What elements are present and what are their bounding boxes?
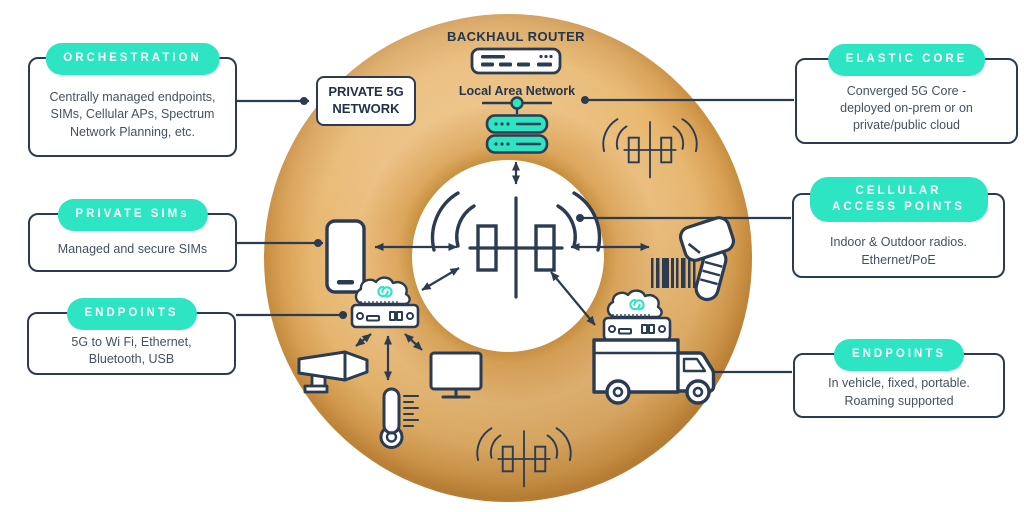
smartphone-icon [325,219,366,294]
callout-cellular-access-points: CELLULAR ACCESS POINTS Indoor & Outdoor … [792,177,1005,278]
security-camera-icon [297,350,369,394]
backhaul-router-label: BACKHAUL ROUTER [447,29,585,44]
private-sims-pill: PRIVATE SIMs [57,199,208,231]
cellular-access-points-body: Indoor & Outdoor radios. Ethernet/PoE [830,235,967,267]
private-5g-network-box: PRIVATE 5G NETWORK [316,76,416,126]
thermometer-icon [379,387,419,449]
lan-node-icon [482,96,552,114]
endpoints-right-body: In vehicle, fixed, portable. Roaming sup… [828,376,970,408]
callout-endpoints-left: ENDPOINTS 5G to Wi Fi, Ethernet, Bluetoo… [27,298,236,375]
lan-label: Local Area Network [458,84,576,98]
callout-elastic-core: ELASTIC CORE Converged 5G Core - deploye… [795,44,1018,144]
orchestration-body: Centrally managed endpoints, SIMs, Cellu… [49,90,216,139]
truck-icon [592,289,716,405]
lan-server-icon [485,134,549,154]
backhaul-router-icon [470,47,562,75]
diagram-arrows [355,161,650,381]
private-sims-body: Managed and secure SIMs [57,241,208,256]
monitor-icon [429,351,483,399]
endpoints-left-pill: ENDPOINTS [66,298,197,330]
orchestration-pill: ORCHESTRATION [45,43,220,75]
cell-tower-icon [430,191,602,299]
barcode-scanner-icon [651,216,736,302]
callout-orchestration: ORCHESTRATION Centrally managed endpoint… [28,43,237,157]
elastic-core-pill: ELASTIC CORE [827,44,986,76]
cellular-access-points-pill: CELLULAR ACCESS POINTS [809,177,988,223]
callout-private-sims: PRIVATE SIMs Managed and secure SIMs [28,199,237,272]
endpoints-right-pill: ENDPOINTS [833,339,965,371]
elastic-core-body: Converged 5G Core - deployed on-prem or … [840,83,973,133]
private-5g-network-label: PRIVATE 5G NETWORK [328,84,404,116]
endpoints-left-body: 5G to Wi Fi, Ethernet, Bluetooth, USB [71,334,192,366]
callout-endpoints-right: ENDPOINTS In vehicle, fixed, portable. R… [793,339,1005,418]
lan-server-icon [485,114,549,134]
